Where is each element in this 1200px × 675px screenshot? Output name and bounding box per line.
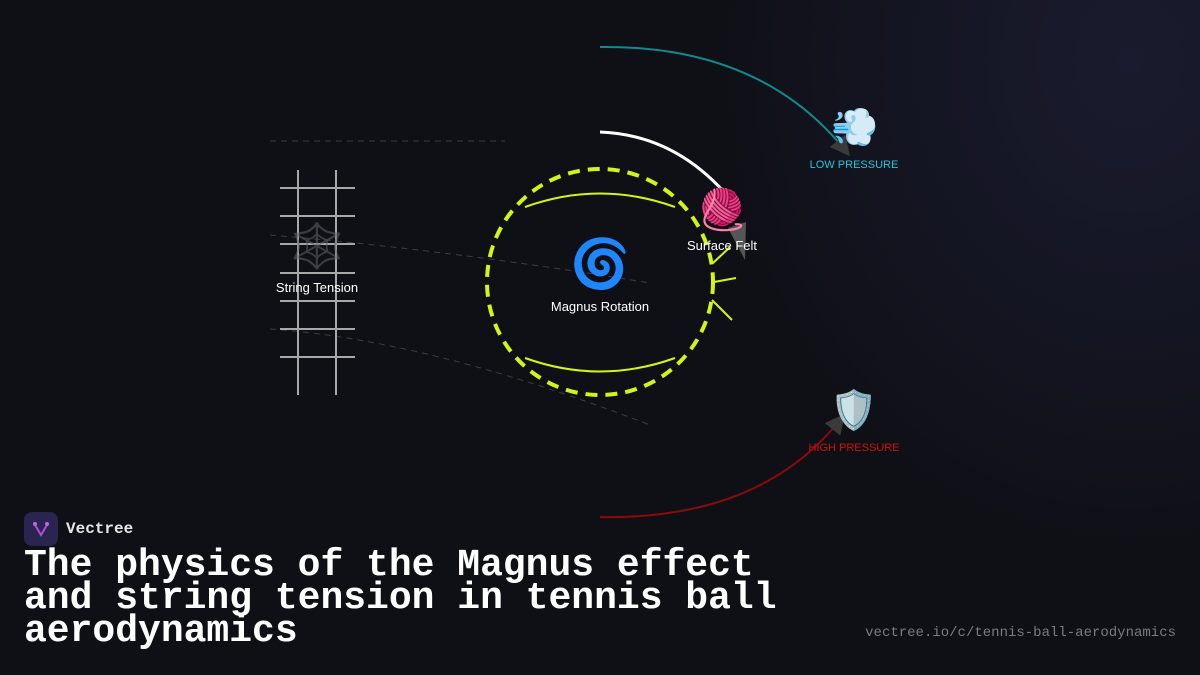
vectree-logo-icon: [24, 512, 58, 546]
brand: Vectree: [24, 512, 133, 546]
racket-strings: [280, 170, 355, 395]
spin-arrowhead: [728, 222, 746, 260]
ball-seam-top: [524, 192, 676, 208]
spin-direction-arc: [599, 130, 737, 206]
ball-seam-bottom: [524, 357, 676, 373]
surface-felt-label: Surface Felt: [686, 238, 758, 253]
source-url[interactable]: vectree.io/c/tennis-ball-aerodynamics: [865, 625, 1176, 641]
high-pressure-arc: [599, 413, 846, 519]
guide-lines: [269, 140, 651, 426]
tennis-ball-outline: [485, 167, 715, 397]
low-pressure-arc: [599, 45, 851, 157]
yarn-ball-icon: 🧶: [697, 188, 747, 232]
string-tension-label: String Tension: [275, 280, 359, 295]
high-pressure-label: HIGH PRESSURE: [808, 442, 900, 454]
cyclone-icon: 🌀: [570, 238, 630, 291]
dashing-away-icon: 💨: [831, 107, 879, 149]
spider-web-icon: 🕸️: [289, 222, 345, 271]
page-title: The physics of the Magnus effect and str…: [24, 544, 777, 653]
felt-fuzz: [711, 246, 737, 321]
magnus-rotation-label: Magnus Rotation: [550, 299, 650, 314]
shield-icon: 🛡️: [830, 390, 878, 432]
low-pressure-label: LOW PRESSURE: [809, 159, 899, 171]
brand-name: Vectree: [66, 520, 134, 538]
